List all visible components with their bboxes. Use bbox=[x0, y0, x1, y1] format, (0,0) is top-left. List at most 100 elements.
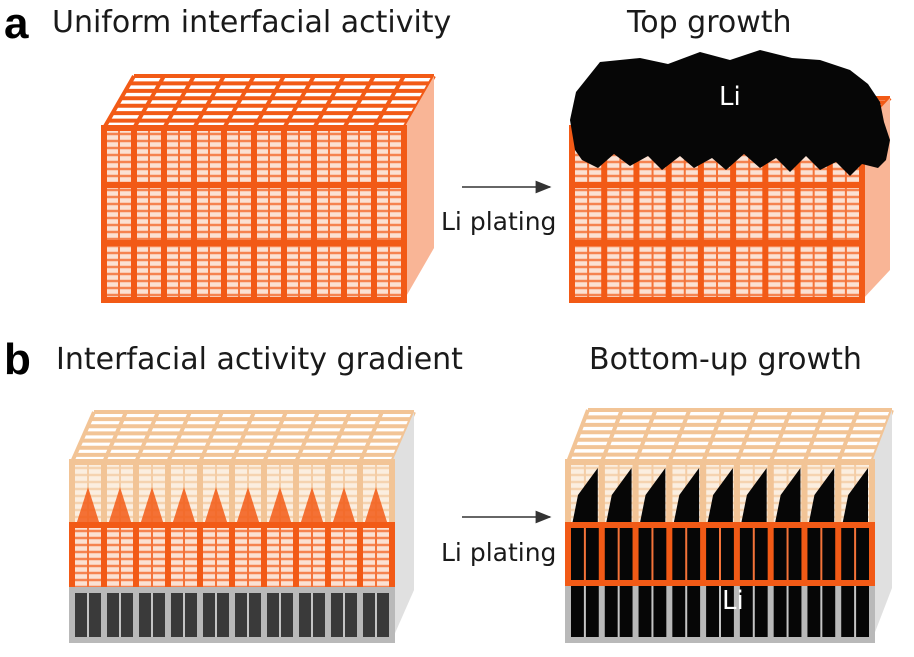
panel-label-a: a bbox=[4, 2, 28, 46]
front-column bbox=[734, 462, 740, 525]
front-column bbox=[357, 590, 363, 640]
front-column bbox=[869, 525, 875, 583]
front-column bbox=[835, 462, 841, 525]
front-column bbox=[161, 128, 167, 300]
front-column bbox=[311, 128, 317, 300]
front-beam bbox=[569, 297, 865, 303]
lattice-uniform-activity bbox=[101, 76, 434, 303]
front-column bbox=[261, 462, 267, 525]
front-beam bbox=[569, 240, 865, 246]
front-column bbox=[599, 462, 605, 525]
li-plating-label-b: Li plating bbox=[441, 540, 556, 565]
front-column bbox=[666, 525, 672, 583]
front-column bbox=[869, 462, 875, 525]
front-column bbox=[133, 462, 139, 525]
front-column bbox=[768, 525, 774, 583]
front-column bbox=[666, 462, 672, 525]
front-column bbox=[633, 583, 639, 640]
front-column bbox=[700, 462, 706, 525]
front-column bbox=[835, 583, 841, 640]
front-column bbox=[357, 525, 363, 590]
front-column bbox=[293, 525, 299, 590]
front-column bbox=[229, 462, 235, 525]
front-column bbox=[165, 462, 171, 525]
front-column bbox=[131, 128, 137, 300]
front-column bbox=[565, 583, 571, 640]
front-column bbox=[768, 583, 774, 640]
front-column bbox=[69, 590, 75, 640]
title-uniform-interfacial-activity: Uniform interfacial activity bbox=[52, 8, 451, 38]
front-column bbox=[565, 462, 571, 525]
front-column bbox=[101, 525, 107, 590]
front-column bbox=[191, 128, 197, 300]
li-label-bottom: Li bbox=[722, 588, 744, 614]
front-column bbox=[197, 590, 203, 640]
front-column bbox=[389, 525, 395, 590]
front-column bbox=[565, 525, 571, 583]
front-column bbox=[165, 525, 171, 590]
lattice-activity-gradient bbox=[69, 412, 414, 643]
front-column bbox=[768, 462, 774, 525]
front-column bbox=[700, 583, 706, 640]
front-beam bbox=[565, 522, 875, 528]
front-column bbox=[599, 583, 605, 640]
front-column bbox=[229, 590, 235, 640]
front-column bbox=[869, 583, 875, 640]
front-column bbox=[633, 462, 639, 525]
front-column bbox=[401, 128, 407, 300]
front-column bbox=[801, 583, 807, 640]
front-column bbox=[293, 462, 299, 525]
front-column bbox=[389, 590, 395, 640]
front-beam bbox=[101, 297, 407, 303]
title-top-growth: Top growth bbox=[627, 8, 792, 38]
front-column bbox=[569, 128, 575, 300]
front-column bbox=[325, 590, 331, 640]
front-beam bbox=[69, 637, 395, 643]
front-column bbox=[700, 525, 706, 583]
front-column bbox=[133, 590, 139, 640]
front-column bbox=[371, 128, 377, 300]
li-label-top: Li bbox=[719, 84, 741, 110]
front-column bbox=[69, 462, 75, 525]
front-beam bbox=[69, 587, 395, 593]
front-column bbox=[101, 128, 107, 300]
front-beam bbox=[565, 580, 875, 586]
front-column bbox=[101, 462, 107, 525]
front-column bbox=[221, 128, 227, 300]
li-plating-label-a: Li plating bbox=[441, 209, 556, 234]
front-column bbox=[801, 525, 807, 583]
front-column bbox=[101, 590, 107, 640]
front-column bbox=[293, 590, 299, 640]
front-column bbox=[734, 525, 740, 583]
front-column bbox=[599, 525, 605, 583]
front-beam bbox=[565, 459, 875, 465]
front-column bbox=[229, 525, 235, 590]
front-beam bbox=[565, 637, 875, 643]
front-column bbox=[801, 462, 807, 525]
front-beam bbox=[101, 125, 407, 131]
front-column bbox=[133, 525, 139, 590]
front-column bbox=[389, 462, 395, 525]
front-beam bbox=[101, 182, 407, 188]
front-column bbox=[69, 525, 75, 590]
front-beam bbox=[569, 182, 865, 188]
front-column bbox=[261, 590, 267, 640]
front-column bbox=[281, 128, 287, 300]
panel-label-b: b bbox=[4, 338, 31, 382]
front-column bbox=[197, 525, 203, 590]
front-column bbox=[261, 525, 267, 590]
front-column bbox=[357, 462, 363, 525]
front-column bbox=[325, 525, 331, 590]
front-column bbox=[165, 590, 171, 640]
front-column bbox=[666, 583, 672, 640]
front-column bbox=[197, 462, 203, 525]
front-column bbox=[633, 525, 639, 583]
front-beam bbox=[101, 240, 407, 246]
front-column bbox=[835, 525, 841, 583]
front-column bbox=[251, 128, 257, 300]
front-column bbox=[325, 462, 331, 525]
title-bottom-up-growth: Bottom-up growth bbox=[589, 345, 862, 375]
front-beam bbox=[69, 459, 395, 465]
front-column bbox=[341, 128, 347, 300]
title-interfacial-activity-gradient: Interfacial activity gradient bbox=[56, 345, 463, 375]
